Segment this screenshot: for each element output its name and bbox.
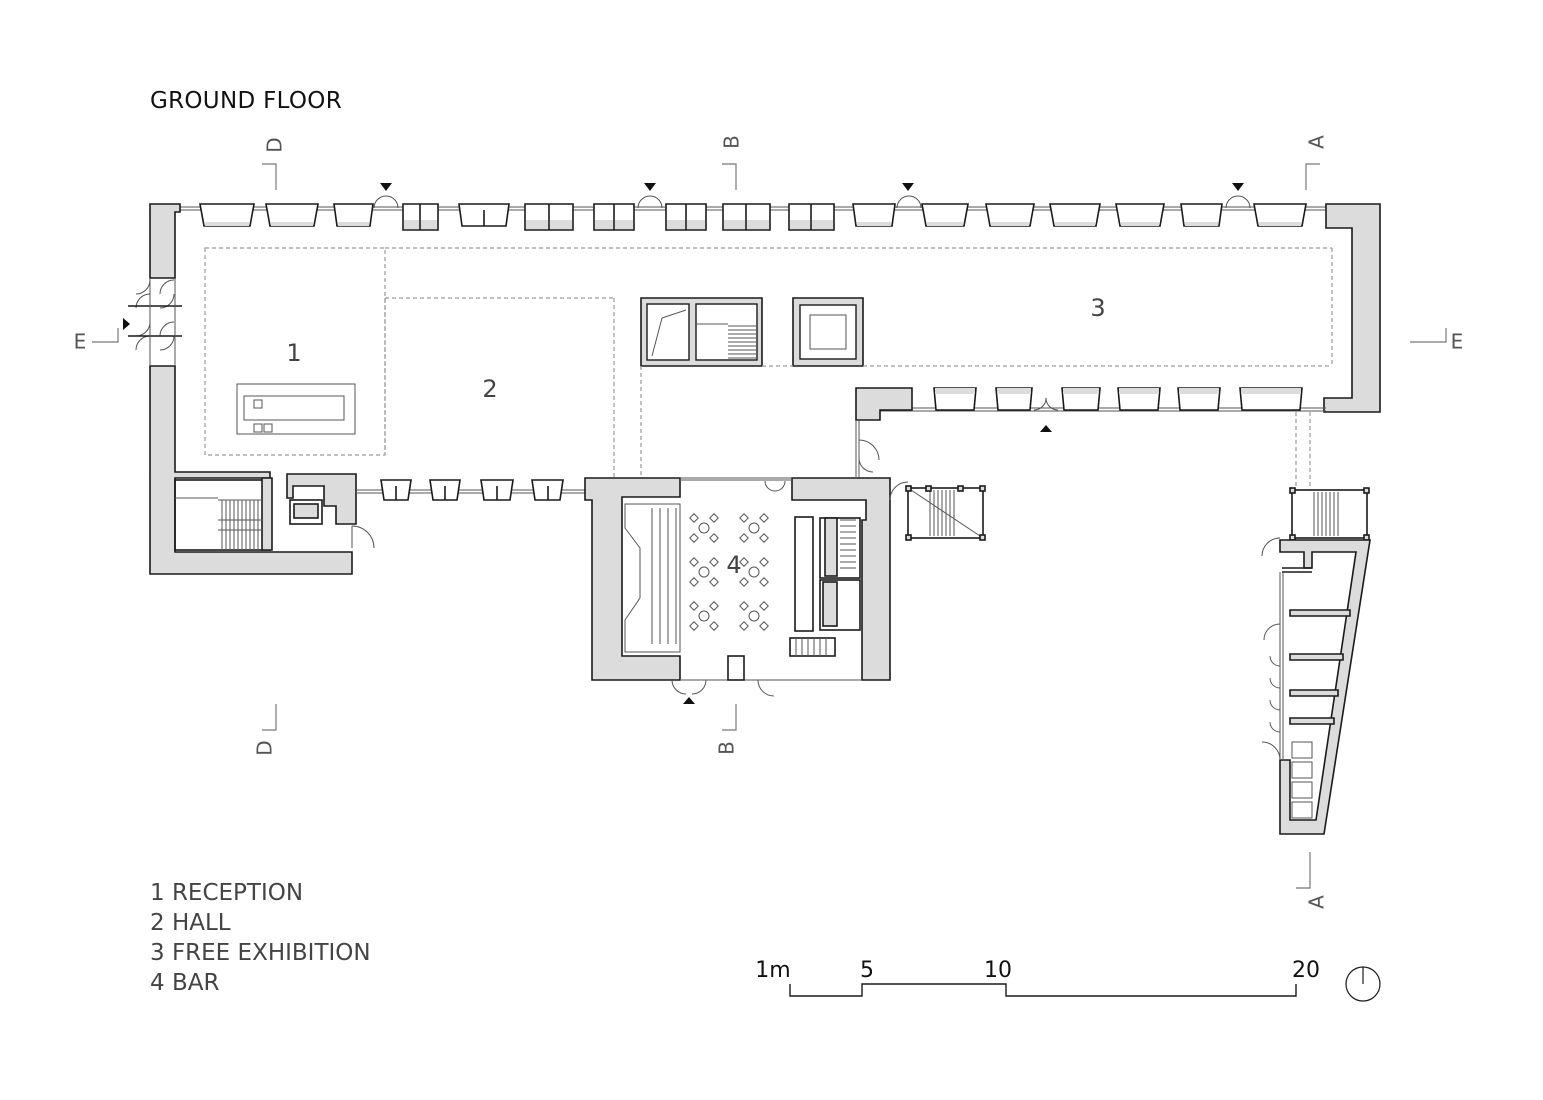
- pier: [1115, 203, 1165, 227]
- pier: [985, 203, 1035, 227]
- exhibition-south-wall: [855, 387, 1326, 478]
- scale-label-1m: 1m: [755, 958, 790, 983]
- room-number-3: 3: [1090, 294, 1105, 322]
- bar-block: [584, 477, 891, 697]
- pier: [199, 203, 255, 227]
- north-piers: [199, 203, 1307, 231]
- svg-text:D: D: [253, 740, 277, 755]
- pier: [1180, 203, 1223, 227]
- room-legend: 1 RECEPTION 2 HALL 3 FREE EXHIBITION 4 B…: [150, 878, 371, 998]
- legend-item: 3 FREE EXHIBITION: [150, 940, 371, 966]
- hall-south-piers: [356, 479, 588, 501]
- wedge-building: [1261, 487, 1371, 835]
- scale-label-5: 5: [860, 958, 874, 983]
- reception-desk: [236, 383, 356, 435]
- pier: [265, 203, 319, 227]
- legend-item: 4 BAR: [150, 970, 220, 996]
- pier: [333, 203, 374, 227]
- pier-split: [524, 203, 574, 231]
- scale-label-20: 20: [1292, 958, 1320, 983]
- room-number-2: 2: [482, 375, 497, 403]
- entrance-arrows: [123, 183, 1244, 704]
- legend-item: 2 HALL: [150, 910, 231, 936]
- pier: [852, 203, 896, 227]
- north-wall: [149, 203, 1381, 413]
- drawing-title: GROUND FLOOR: [150, 88, 342, 114]
- room-number-1: 1: [286, 339, 301, 367]
- west-wall: [128, 278, 353, 575]
- cafe-tables: [689, 513, 769, 631]
- svg-text:B: B: [715, 741, 739, 755]
- pier-split: [722, 203, 771, 231]
- room-numbers: 1 2 3 4: [286, 294, 1105, 579]
- pier: [458, 203, 510, 227]
- pier-split: [788, 203, 835, 231]
- north-arrow-icon: [1345, 966, 1381, 1002]
- pier: [921, 203, 969, 227]
- stair-treads: [221, 500, 259, 550]
- pier-split: [665, 203, 707, 231]
- scale-bar: 1m 5 10 20: [755, 958, 1320, 997]
- svg-text:E: E: [1451, 330, 1464, 354]
- svg-text:E: E: [74, 330, 87, 354]
- external-stair: [889, 481, 986, 541]
- section-markers: D D B B A A E E: [74, 135, 1464, 909]
- pier: [1049, 203, 1101, 227]
- room-number-4: 4: [726, 551, 741, 579]
- svg-text:D: D: [263, 137, 287, 152]
- svg-text:B: B: [720, 135, 744, 149]
- pier-split: [593, 203, 635, 231]
- zone-outlines: [204, 247, 1333, 490]
- scale-label-10: 10: [984, 958, 1012, 983]
- north-doors: [373, 195, 1251, 209]
- central-cores: [640, 297, 864, 367]
- service-core: [286, 473, 375, 549]
- legend-item: 1 RECEPTION: [150, 880, 304, 906]
- svg-text:A: A: [1305, 135, 1329, 149]
- west-staircase: [174, 477, 273, 551]
- pier: [1253, 203, 1307, 227]
- svg-text:A: A: [1305, 895, 1329, 909]
- pier-split: [402, 203, 439, 231]
